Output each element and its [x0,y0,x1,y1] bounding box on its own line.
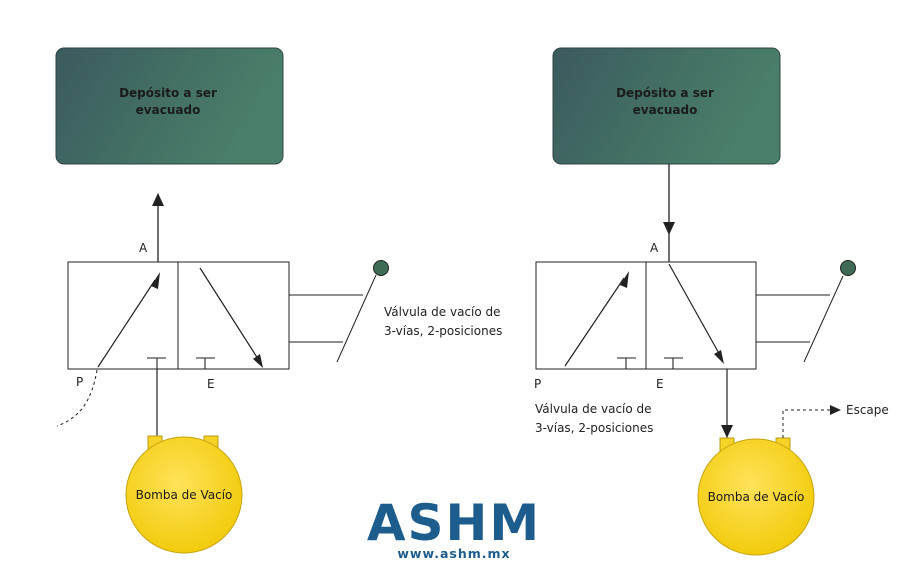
left-flow-arrow2-icon [253,354,263,368]
left-tank-label-line1: Depósito a ser [119,86,217,100]
right-tank-label-line1: Depósito a ser [616,86,714,100]
left-flow-arrow-icon [151,272,160,289]
left-pump-label: Bomba de Vacío [136,488,233,502]
left-arrow-up-icon [152,193,164,206]
logo-name: ASHM [367,494,541,552]
left-diagram: Depósito a ser evacuado A [55,47,502,554]
left-lever-knob-icon [373,260,389,276]
right-flow-arrow-icon [620,271,629,288]
left-valve-label-line2: 3-vías, 2-posiciones [384,324,502,338]
left-flow-line-ae [199,267,261,363]
right-flow-line-ae [668,263,722,358]
left-port-e: E [207,377,215,391]
right-port-a: A [650,241,659,255]
right-port-p: P [534,377,541,391]
right-valve [535,260,856,370]
left-valve-label-line1: Válvula de vacío de [384,305,501,319]
right-tank-box [552,47,781,165]
right-diagram: Depósito a ser evacuado A P [534,47,889,556]
right-lever [803,275,844,363]
left-lever [336,274,377,363]
right-lever-knob-icon [840,260,856,276]
left-tank: Depósito a ser evacuado [55,47,284,165]
right-arrow-down-icon [663,222,675,235]
right-escape-dashed-line [782,409,830,438]
right-pump-body [697,438,815,556]
left-flow-line-pa [97,279,156,368]
right-pump: Bomba de Vacío [697,437,815,556]
right-pump-label: Bomba de Vacío [708,490,805,504]
left-port-p: P [76,375,83,389]
right-port-e: E [656,377,664,391]
left-valve [67,260,389,370]
left-tank-label-line2: evacuado [136,103,201,117]
right-valve-label-line2: 3-vías, 2-posiciones [535,421,653,435]
left-tank-box [55,47,284,165]
right-escape-arrow-icon [830,405,841,415]
right-arrow-to-pump-icon [721,425,733,438]
right-escape-label: Escape [846,403,889,417]
left-port-a: A [139,241,148,255]
right-flow-arrow2-icon [714,350,724,364]
right-flow-line-pa [564,277,625,367]
left-pump-body [125,436,243,554]
left-p-dashed-line [56,369,98,427]
right-tank: Depósito a ser evacuado [552,47,781,165]
ashm-logo: ASHM www.ashm.mx [367,494,541,561]
left-pump: Bomba de Vacío [125,435,243,554]
logo-url: www.ashm.mx [397,546,510,561]
right-valve-label-line1: Válvula de vacío de [535,402,652,416]
right-tank-label-line2: evacuado [633,103,698,117]
